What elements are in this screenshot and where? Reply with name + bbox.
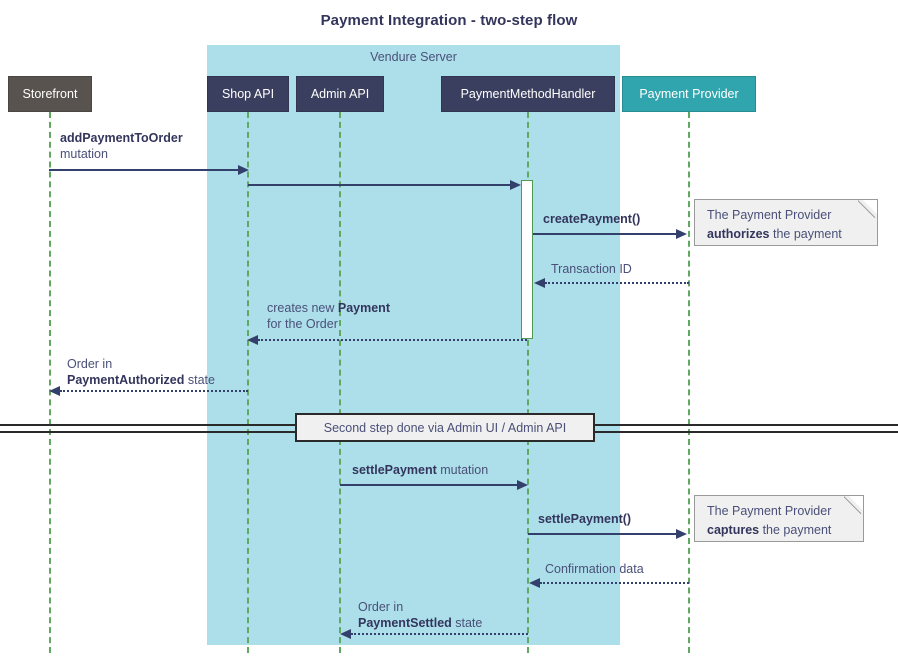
participant-storefront[interactable]: Storefront — [8, 76, 92, 112]
arrow-head-left-icon — [247, 335, 258, 345]
lifeline-payment-provider — [688, 112, 690, 653]
message-label-suffix: state — [184, 373, 215, 387]
lifeline-shop-api — [247, 112, 249, 653]
arrow-head-left-icon — [529, 578, 540, 588]
message-label-bold: addPaymentToOrder — [60, 131, 183, 145]
message-label-bold: PaymentAuthorized — [67, 373, 185, 387]
message-arrow-transaction-id — [545, 282, 689, 284]
message-label-bold: Payment — [337, 301, 390, 315]
arrow-head-right-icon — [517, 480, 528, 490]
note-line-2: authorizes the payment — [707, 225, 865, 244]
note-line-1: The Payment Provider — [707, 208, 832, 222]
participant-label: Storefront — [22, 87, 78, 101]
note-fold-edge — [844, 495, 864, 515]
arrow-head-left-icon — [534, 278, 545, 288]
note-line-1: The Payment Provider — [707, 504, 832, 518]
lifeline-payment-method-handler — [527, 112, 529, 653]
participant-payment-provider[interactable]: Payment Provider — [622, 76, 756, 112]
divider-label-box: Second step done via Admin UI / Admin AP… — [295, 413, 595, 442]
arrow-head-left-icon — [340, 629, 351, 639]
message-arrow-shop-to-handler — [248, 184, 510, 186]
note-line-2-bold: captures — [707, 523, 760, 537]
lifeline-storefront — [49, 112, 51, 653]
note-payment-provider-authorizes: The Payment Provider authorizes the paym… — [694, 199, 878, 246]
message-label-plain: Transaction ID — [551, 262, 632, 276]
page-title: Payment Integration - two-step flow — [320, 12, 578, 29]
message-label-bold: settlePayment — [352, 463, 437, 477]
message-label-create-payment: createPayment() — [543, 211, 640, 227]
message-label-bold: settlePayment() — [538, 512, 632, 526]
participant-label: Admin API — [310, 87, 370, 101]
participant-label: Payment Provider — [639, 87, 739, 101]
note-line-2-plain: the payment — [759, 523, 832, 537]
message-label-suffix: state — [451, 616, 483, 630]
message-label-confirmation-data: Confirmation data — [545, 561, 644, 577]
message-label-bold: PaymentSettled — [358, 616, 452, 630]
message-label-line2: for the Order — [267, 317, 338, 331]
note-payment-provider-captures: The Payment Provider captures the paymen… — [694, 495, 864, 542]
note-line-2-bold: authorizes — [707, 227, 770, 241]
message-label-plain: mutation — [60, 147, 108, 161]
participant-payment-method-handler[interactable]: PaymentMethodHandler — [441, 76, 615, 112]
note-line-2: captures the payment — [707, 521, 851, 540]
participant-admin-api[interactable]: Admin API — [296, 76, 384, 112]
message-label-add-payment-to-order: addPaymentToOrder mutation — [60, 130, 183, 162]
message-arrow-creates-new-payment — [258, 339, 527, 341]
message-label-order-payment-authorized: Order in PaymentAuthorized state — [67, 356, 215, 388]
message-label-plain: Confirmation data — [545, 562, 644, 576]
arrow-head-right-icon — [510, 180, 521, 190]
message-label-suffix: mutation — [436, 463, 489, 477]
lifeline-admin-api — [339, 112, 341, 653]
message-label-order-payment-settled: Order in PaymentSettled state — [358, 599, 482, 631]
participant-shop-api[interactable]: Shop API — [207, 76, 289, 112]
message-label-transaction-id: Transaction ID — [551, 261, 632, 277]
message-arrow-create-payment — [533, 233, 676, 235]
message-label-creates-new-payment: creates new Payment for the Order — [267, 300, 390, 332]
message-label-settle-payment-mutation: settlePayment mutation — [352, 462, 488, 478]
group-box-vendure-server — [207, 45, 620, 645]
participant-label: Shop API — [221, 87, 275, 101]
note-line-2-plain: the payment — [769, 227, 842, 241]
message-label-line1: Order in — [67, 357, 113, 371]
message-arrow-confirmation-data — [540, 582, 689, 584]
message-arrow-order-payment-settled — [351, 633, 528, 635]
arrow-head-right-icon — [676, 529, 687, 539]
arrow-head-left-icon — [49, 386, 60, 396]
message-label-settle-payment-call: settlePayment() — [538, 511, 631, 527]
message-label-bold: createPayment() — [543, 212, 641, 226]
message-arrow-settle-payment-mutation — [340, 484, 517, 486]
activation-bar-payment-method-handler — [521, 180, 533, 339]
arrow-head-right-icon — [238, 165, 249, 175]
divider-label: Second step done via Admin UI / Admin AP… — [323, 420, 567, 435]
message-arrow-settle-payment-call — [528, 533, 676, 535]
message-arrow-add-payment-to-order — [49, 169, 238, 171]
participant-label: PaymentMethodHandler — [460, 87, 596, 101]
message-label-plain: creates new — [267, 301, 338, 315]
message-label-line1: Order in — [358, 600, 404, 614]
message-arrow-order-payment-authorized — [60, 390, 248, 392]
note-fold-edge — [858, 199, 878, 219]
group-label: Vendure Server — [370, 50, 457, 64]
arrow-head-right-icon — [676, 229, 687, 239]
